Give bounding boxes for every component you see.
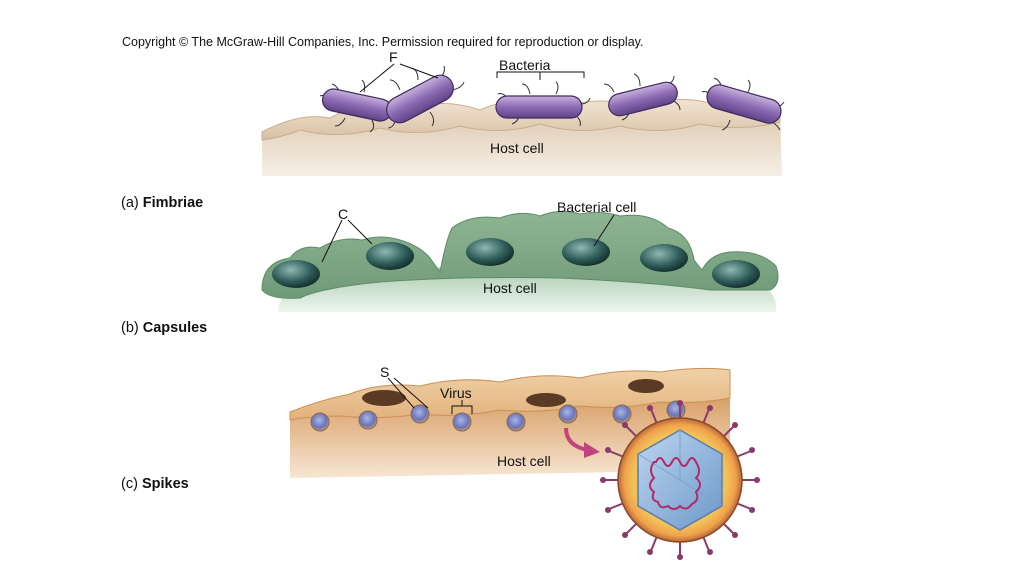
capsid-facets [637,430,723,507]
viral-genome [649,457,701,510]
label-host-cell-b: Host cell [483,280,537,296]
virus [612,404,632,424]
caption-a-title: Fimbriae [142,195,204,211]
bacterium [495,95,583,119]
virus [358,410,378,430]
panel-b-illustration: C Bacterial cell Host cell [261,199,779,312]
label-bacteria: Bacteria [499,57,551,73]
bacterial-cell [466,238,514,266]
virus [558,404,578,424]
caption-b: (b) Capsules [121,320,207,336]
enlarged-virus [600,400,760,560]
caption-a-letter: (a) [121,195,139,211]
bacterium [706,84,782,124]
virus-spike-tips [600,400,760,560]
label-virus: Virus [440,385,472,401]
surface-pit [628,379,664,393]
surface-pit [362,390,406,406]
panel-b-leaders [321,214,615,263]
bacterium [608,81,678,117]
caption-c-letter: (c) [121,476,138,492]
surface-pit [526,393,566,407]
virus [410,404,430,424]
caption-c-title: Spikes [141,476,189,492]
caption-a: (a) Fimbriae [121,195,203,211]
small-viruses [310,400,686,432]
bacterial-cell [366,242,414,270]
bacterial-cell [272,260,320,288]
label-c: C [338,206,348,222]
label-host-cell-c: Host cell [497,453,551,469]
virus [452,412,472,432]
capsule-bacteria [272,238,760,288]
caption-b-title: Capsules [142,320,208,336]
panel-c-leaders [387,377,473,414]
caption-b-letter: (b) [121,320,139,336]
bacterial-cell [562,238,610,266]
panel-a-leaders [359,63,585,93]
panel-c-illustration: S Virus Host cell [289,364,760,560]
label-bacterial-cell: Bacterial cell [557,199,636,215]
label-f: F [389,49,398,65]
label-s: S [380,364,389,380]
panel-a-illustration: F Bacteria Host cell [261,49,785,176]
caption-c: (c) Spikes [121,476,189,492]
label-host-cell-a: Host cell [490,140,544,156]
bacterium [386,74,454,124]
virus [310,412,330,432]
bacterial-cell [640,244,688,272]
capsule-matrix [261,210,779,299]
virus [506,412,526,432]
magnify-arrowhead [584,442,600,458]
bacteria-group [321,74,782,124]
bacterial-cell [712,260,760,288]
copyright-notice: Copyright © The McGraw-Hill Companies, I… [122,35,644,49]
